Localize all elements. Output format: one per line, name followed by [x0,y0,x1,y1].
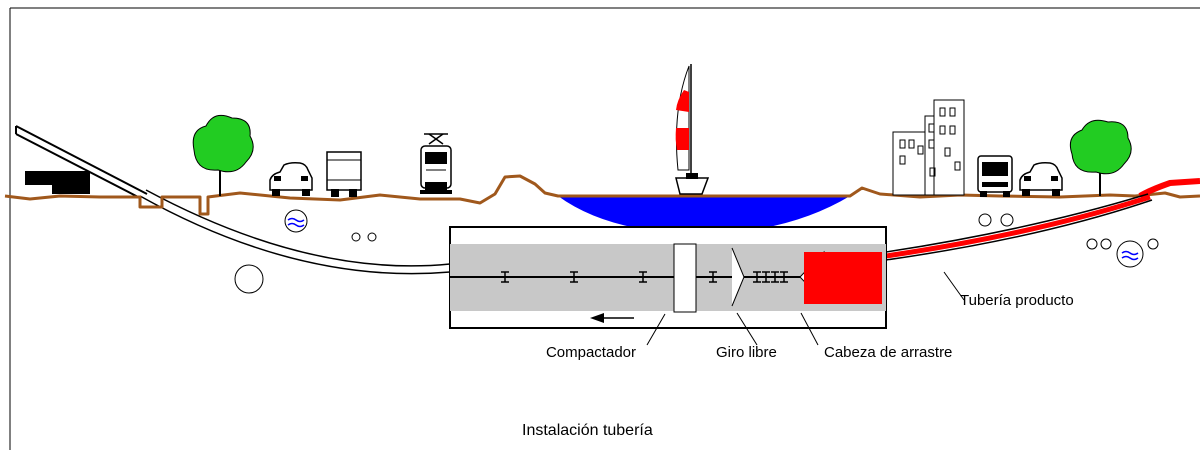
swivel-rods [753,271,788,283]
tree-icon [1069,119,1132,196]
building-icon [892,99,965,196]
product-pipe-surface [1138,178,1200,199]
installation-detail [449,226,887,329]
car-icon [269,162,313,196]
product-pipe-label: Tubería producto [960,292,1074,309]
sailboat-icon [675,64,710,195]
tree-icon [192,114,254,196]
product-pipe-underground [885,193,1153,261]
callout-leaders [646,271,965,346]
car-icon [1019,162,1063,196]
bus-icon [977,155,1013,197]
pulling-head-body [804,252,882,304]
pulling-head-label: Cabeza de arrastre [824,344,952,361]
bore-path-left [139,189,451,275]
drilling-rig-icon [15,125,148,199]
compactor-label: Compactador [546,344,636,361]
pipe-section-icon [234,209,1159,294]
truck-icon [326,151,362,197]
ground-surface [4,174,1200,216]
water-body [558,196,850,234]
direction-arrow [590,313,634,323]
water-pipe-icon [287,217,1139,261]
compactor-body [673,243,697,313]
diagram-caption: Instalación tubería [522,422,653,439]
swivel-label: Giro libre [716,344,777,361]
diagram-frame [9,7,1200,450]
drill-rod-joints [501,271,647,283]
swivel-cone [731,247,745,307]
tram-icon [420,133,452,194]
